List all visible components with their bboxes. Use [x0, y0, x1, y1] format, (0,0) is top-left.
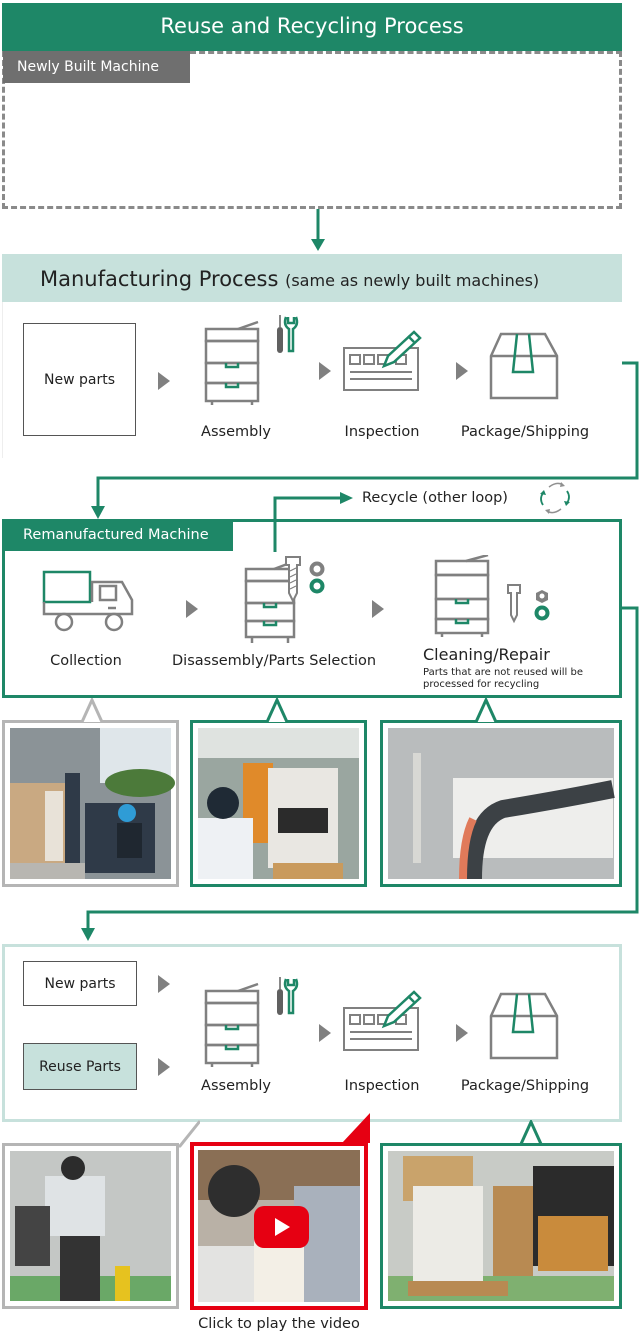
box-icon [489, 992, 559, 1060]
callout-pointer [474, 698, 498, 723]
step-label: Cleaning/Repair [423, 645, 550, 664]
disassembly-photo [198, 728, 359, 879]
flow-connector [91, 361, 639, 519]
new-parts-label: New parts [44, 371, 115, 388]
copier-screw-nut-icon [434, 555, 550, 637]
cleaning-note: Parts that are not reused will be proces… [423, 667, 583, 690]
step-label: Collection [50, 653, 122, 669]
assembly-photo [10, 1151, 171, 1301]
copier-screw-icon [244, 556, 325, 643]
callout-pointer [519, 1120, 543, 1144]
step-arrow-icon [456, 362, 468, 380]
step-label: Inspection [344, 424, 420, 440]
step-arrow-icon [186, 600, 198, 618]
newly-built-border-top [190, 51, 622, 54]
collection-photo [10, 728, 175, 879]
assembly-photo-frame [2, 1143, 179, 1309]
page-title: Reuse and Recycling Process [2, 3, 622, 51]
reuse-parts-label: Reuse Parts [39, 1058, 121, 1075]
callout-pointer [342, 1113, 370, 1143]
flow-connector-2 [81, 606, 639, 941]
step-label: Assembly [201, 1078, 271, 1094]
reuse-parts-box: Reuse Parts [23, 1043, 137, 1090]
callout-pointer [265, 698, 289, 723]
truck-icon [42, 570, 134, 632]
step-arrow-icon [158, 975, 170, 993]
step-label: Assembly [201, 424, 271, 440]
step-arrow-icon [319, 362, 331, 380]
shipping-photo-frame [380, 1143, 622, 1309]
checklist-pencil-icon [343, 330, 422, 391]
step-label: Inspection [344, 1078, 420, 1094]
step-label: Package/Shipping [460, 1078, 590, 1094]
step-arrow-icon [158, 1058, 170, 1076]
video-caption[interactable]: Click to play the video [198, 1316, 360, 1332]
new-parts-box: New parts [23, 323, 136, 436]
step-label: Package/Shipping [460, 424, 590, 440]
new-parts-box: New parts [23, 961, 137, 1006]
down-arrow-icon [311, 209, 325, 251]
checklist-pencil-icon [343, 990, 422, 1051]
remanufactured-tag: Remanufactured Machine [3, 520, 233, 551]
copier-tools-icon [204, 315, 299, 405]
recycle-loop-icon [540, 482, 570, 514]
cleaning-photo-frame [380, 720, 622, 887]
box-icon [489, 332, 559, 400]
newly-built-tag: Newly Built Machine [3, 51, 190, 83]
manufacturing-title: Manufacturing Process [40, 267, 279, 291]
shipping-photo [388, 1151, 614, 1301]
callout-pointer [80, 698, 104, 723]
step-arrow-icon [158, 372, 170, 390]
copier-tools-icon [204, 977, 299, 1067]
cleaning-photo [388, 728, 615, 880]
remanufactured-panel [2, 519, 622, 698]
new-parts-label: New parts [44, 975, 116, 992]
step-arrow-icon [456, 1024, 468, 1042]
disassembly-photo-frame [190, 720, 367, 887]
newly-built-area [2, 51, 622, 209]
manufacturing-header: Manufacturing Process (same as newly bui… [2, 254, 622, 302]
recycle-label: Recycle (other loop) [362, 490, 508, 506]
manufacturing-subtitle: (same as newly built machines) [285, 271, 540, 290]
step-label: Disassembly/Parts Selection [172, 653, 377, 669]
collection-photo-frame [2, 720, 179, 887]
play-icon[interactable] [254, 1206, 309, 1248]
step-arrow-icon [372, 600, 384, 618]
recycle-branch-arrow [273, 492, 353, 552]
step-arrow-icon [319, 1024, 331, 1042]
inspection-video[interactable] [190, 1142, 368, 1310]
